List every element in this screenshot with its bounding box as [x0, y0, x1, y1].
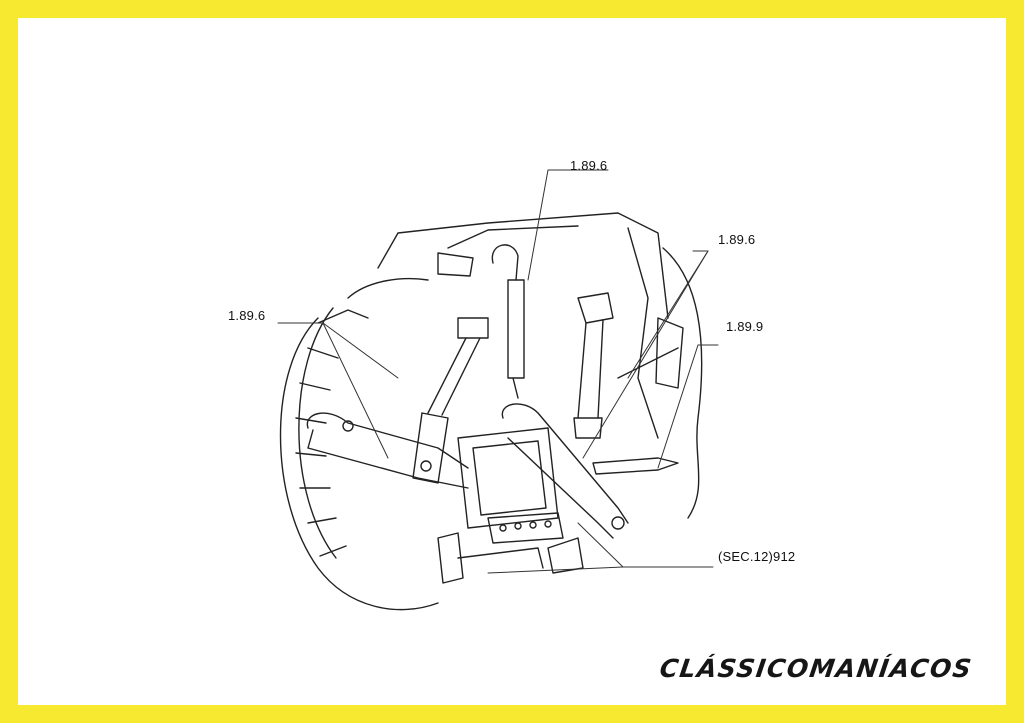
top-link	[491, 244, 525, 399]
left-lift-rod	[412, 317, 489, 484]
diagram-frame: 1.89.6 1.89.6 1.89.6 1.89.9 (SEC.12)912 …	[18, 18, 1006, 705]
callout-top: 1.89.6	[570, 158, 608, 173]
hitch-housing	[437, 427, 584, 584]
brand-logo: CLÁSSICOMANÍACOS	[657, 654, 975, 683]
callout-left: 1.89.6	[228, 308, 266, 323]
tractor-body	[377, 212, 703, 519]
callout-upper-right: 1.89.6	[718, 232, 756, 247]
callout-bottom: (SEC.12)912	[718, 549, 796, 564]
right-lift-rod	[573, 292, 614, 439]
rear-tire	[279, 277, 439, 611]
callout-right: 1.89.9	[726, 319, 764, 334]
left-lower-link	[306, 412, 469, 489]
three-point-hitch-drawing	[277, 169, 719, 611]
stabilizer	[592, 317, 684, 475]
leader-lines	[277, 169, 719, 574]
right-lower-link	[501, 403, 629, 539]
